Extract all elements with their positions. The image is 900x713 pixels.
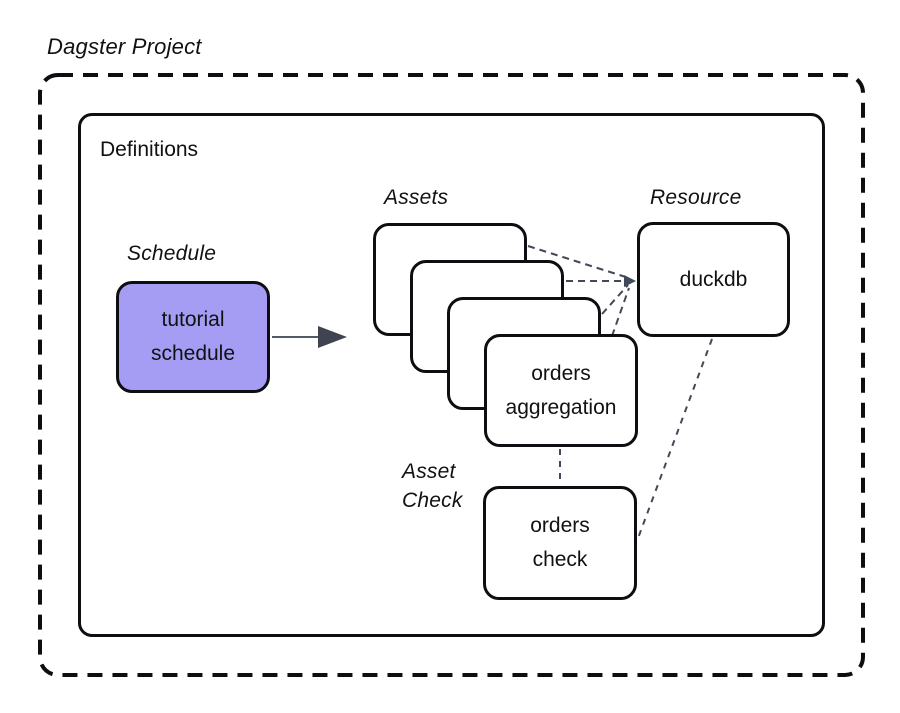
duckdb-label: duckdb xyxy=(679,267,748,291)
asset-check-group-label: Asset Check xyxy=(402,460,463,512)
schedule-group-label: Schedule xyxy=(127,242,217,265)
duckdb-arrowhead-icon xyxy=(624,275,636,287)
definitions-label: Definitions xyxy=(100,138,199,161)
schedule-arrowhead-icon xyxy=(318,326,347,348)
asset-check-node-orders-check: orders check xyxy=(483,486,637,600)
project-boundary-rect xyxy=(38,73,865,677)
asset-node-orders-aggregation: orders aggregation xyxy=(484,334,638,447)
orders-check-label: orders check xyxy=(530,514,590,571)
edge-asset3-duckdb xyxy=(601,284,629,315)
schedule-node: tutorial schedule xyxy=(116,281,270,393)
definitions-container xyxy=(78,113,825,637)
edge-asset4-duckdb xyxy=(611,287,630,337)
schedule-node-label: tutorial schedule xyxy=(150,308,236,365)
orders-aggregation-label: orders aggregation xyxy=(505,361,617,419)
diagram-title: Dagster Project xyxy=(47,34,202,59)
resource-node-duckdb: duckdb xyxy=(637,222,790,337)
assets-group-label: Assets xyxy=(384,186,449,209)
edge-asset1-duckdb xyxy=(527,245,630,279)
resource-group-label: Resource xyxy=(650,186,742,209)
